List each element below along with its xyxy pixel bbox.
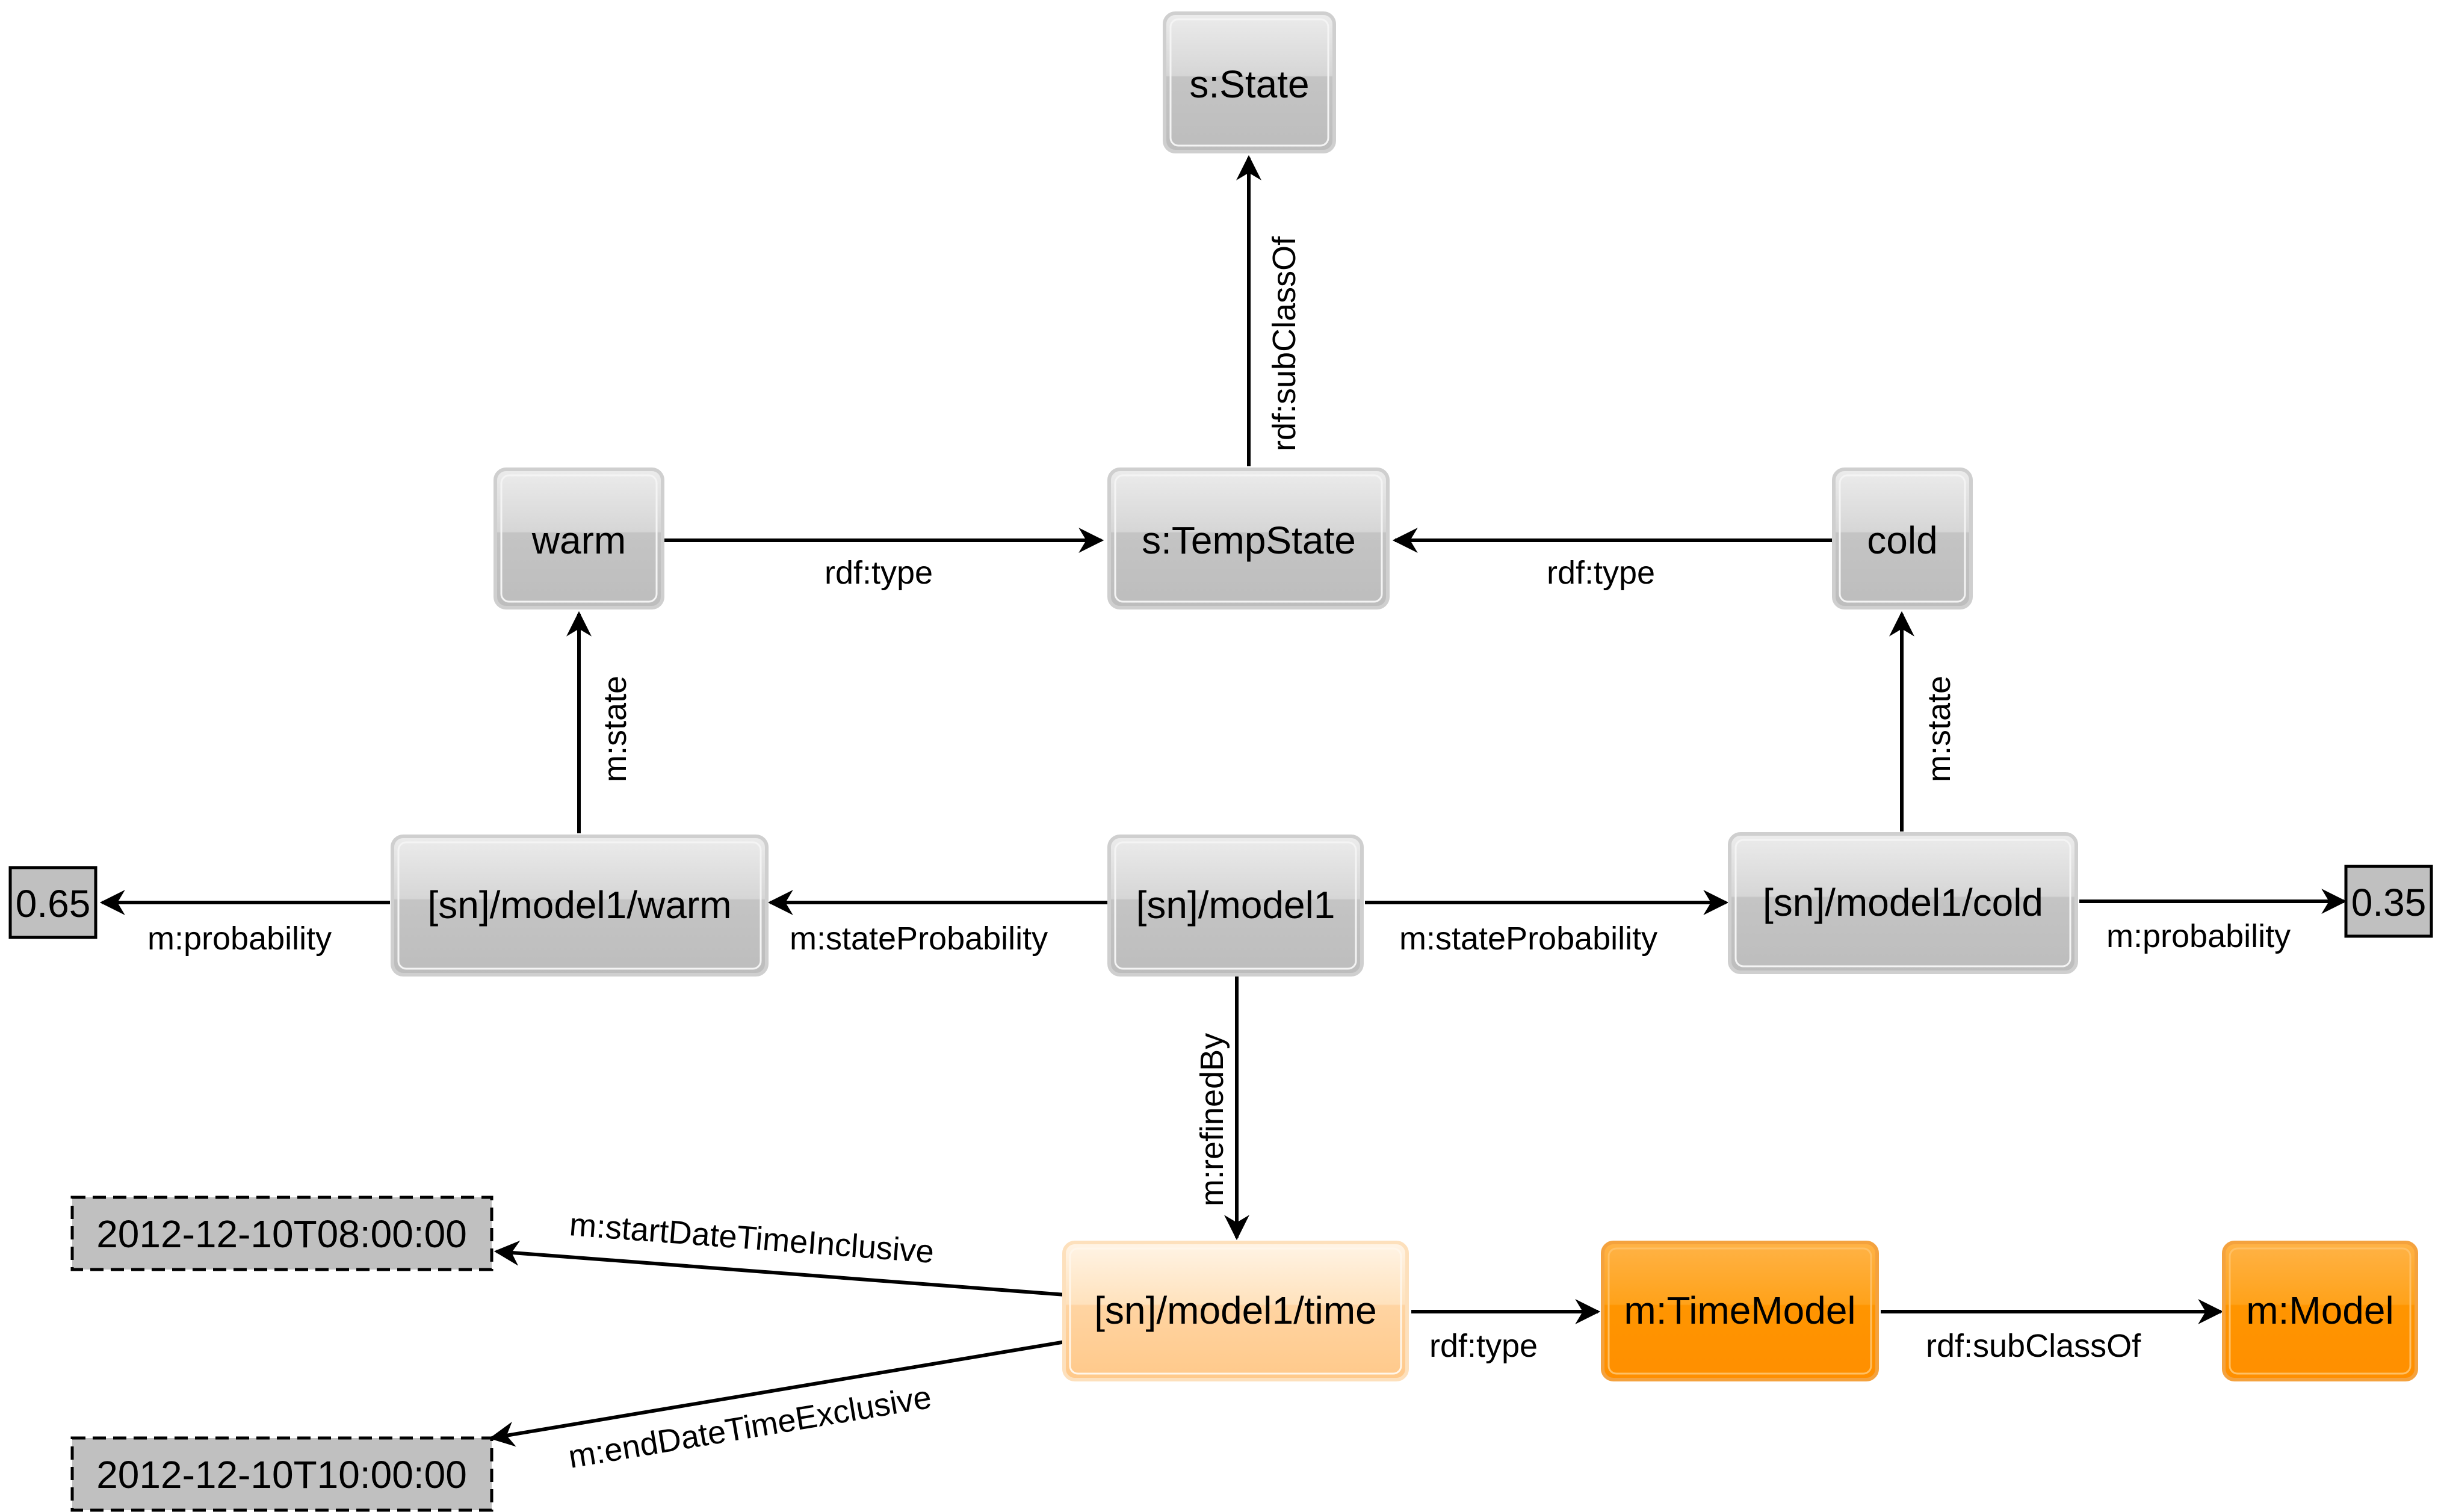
literal-end-datetime: 2012-12-10T10:00:00 [70,1436,493,1512]
edge-label-subclassof-model: rdf:subClassOf [1926,1328,2141,1364]
node-label-m-timemodel: m:TimeModel [1624,1289,1855,1332]
node-m-timemodel: m:TimeModel [1601,1241,1879,1381]
node-model1-cold: [sn]/model1/cold [1728,832,2078,974]
literal-start-datetime: 2012-12-10T08:00:00 [70,1196,493,1271]
edge-label-cold-probability: m:probability [2106,918,2291,954]
edge-end [489,1340,1066,1447]
edge-label-cold-type: rdf:type [1547,555,1655,591]
node-model1-time: [sn]/model1/time [1062,1241,1409,1381]
node-label-m-model: m:Model [2246,1289,2393,1332]
node-cold: cold [1832,467,1973,609]
node-label-warm: warm [531,519,626,562]
edge-label-subclassof-state: rdf:subClassOf [1266,236,1302,451]
literal-label-035: 0.35 [2351,881,2427,924]
node-m-model: m:Model [2222,1241,2418,1381]
node-label-model1-warm: [sn]/model1/warm [427,883,731,927]
node-model1-warm: [sn]/model1/warm [391,835,769,977]
node-label-model1-cold: [sn]/model1/cold [1763,881,2043,924]
node-label-model1-time: [sn]/model1/time [1094,1289,1377,1332]
edge-label-refinedby: m:refinedBy [1194,1033,1230,1206]
literal-label-start-datetime: 2012-12-10T08:00:00 [96,1212,467,1256]
edge-label-cold-state: m:state [1921,676,1957,782]
edge-start [493,1240,1066,1297]
literal-065: 0.65 [8,866,97,939]
literal-035: 0.35 [2344,865,2433,938]
node-label-cold: cold [1867,519,1937,562]
edge-label-stateprob-warm: m:stateProbability [790,921,1048,957]
node-model1: [sn]/model1 [1107,835,1364,977]
edge-label-time-type: rdf:type [1429,1328,1538,1364]
node-s-tempstate: s:TempState [1107,467,1390,609]
node-warm: warm [493,467,664,609]
node-s-state: s:State [1163,11,1336,153]
literal-label-end-datetime: 2012-12-10T10:00:00 [96,1453,467,1496]
edge-label-warm-probability: m:probability [147,921,332,957]
edge-label-stateprob-cold: m:stateProbability [1399,921,1657,957]
node-label-model1: [sn]/model1 [1136,883,1335,927]
node-label-s-state: s:State [1189,63,1309,106]
node-label-s-tempstate: s:TempState [1142,519,1356,562]
literal-label-065: 0.65 [16,882,91,925]
edge-label-warm-type: rdf:type [825,555,933,591]
edge-label-warm-state: m:state [597,676,633,782]
